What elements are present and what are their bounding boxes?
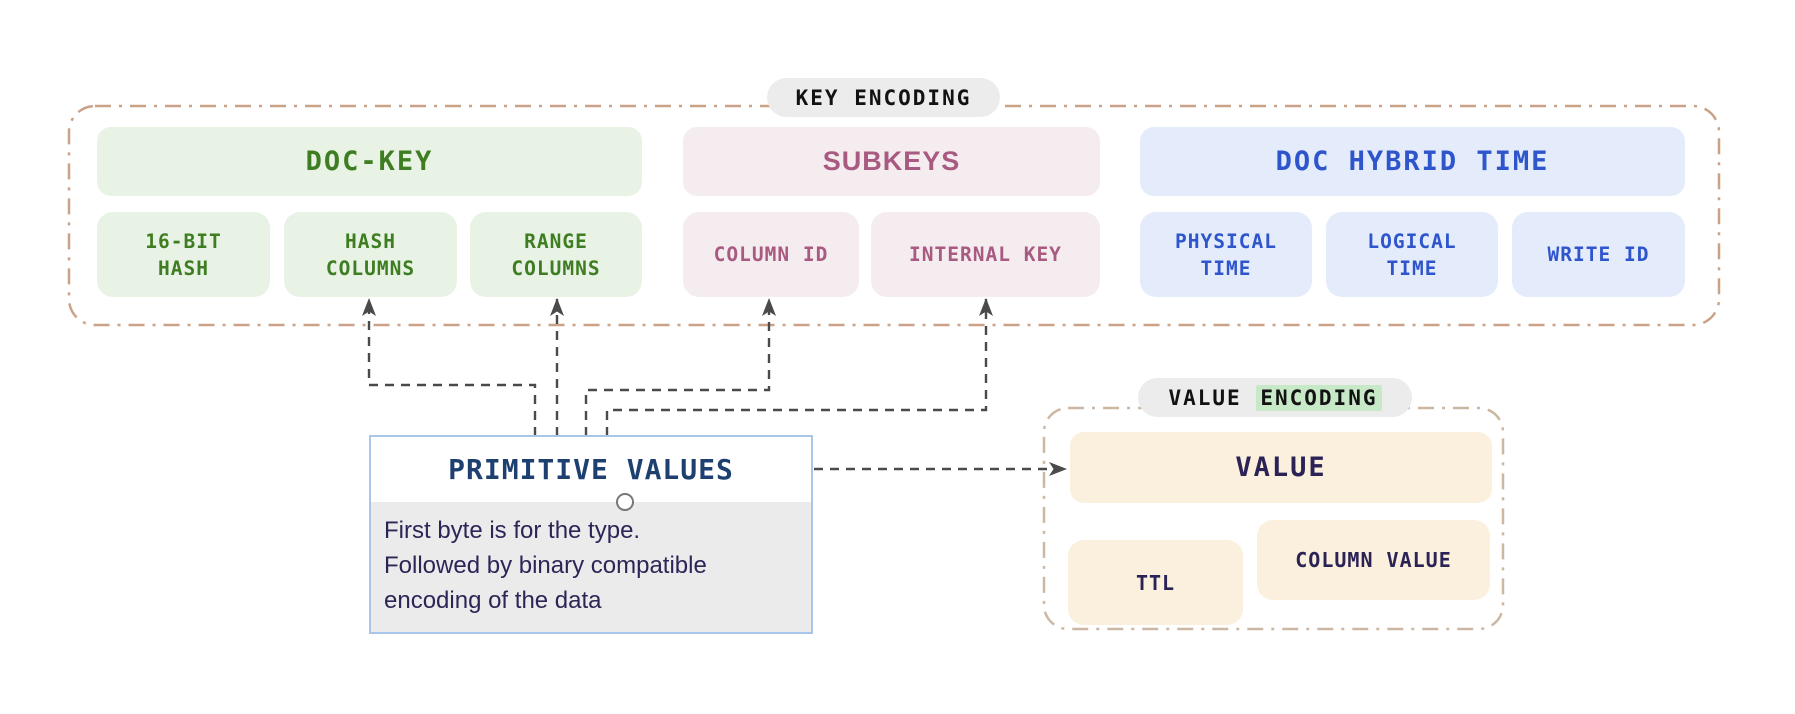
box-range-columns-label: RANGE COLUMNS bbox=[511, 229, 601, 280]
primitive-values-title-text: PRIMITIVE VALUES bbox=[448, 453, 734, 486]
box-ttl: TTL bbox=[1068, 540, 1243, 625]
box-16-bit-hash: 16-BIT HASH bbox=[97, 212, 270, 297]
key-encoding-group-border bbox=[67, 104, 1721, 327]
doc-hybrid-time-title: DOC HYBRID TIME bbox=[1275, 146, 1550, 177]
primitive-values-node: PRIMITIVE VALUES First byte is for the t… bbox=[369, 435, 813, 634]
box-16-bit-hash-label: 16-BIT HASH bbox=[145, 229, 222, 280]
doc-key-header: DOC-KEY bbox=[97, 127, 642, 196]
subkeys-header: SUBKEYS bbox=[683, 127, 1100, 196]
subkeys-title: SUBKEYS bbox=[822, 146, 961, 176]
doc-hybrid-time-header: DOC HYBRID TIME bbox=[1140, 127, 1685, 196]
key-encoding-label-text: KEY ENCODING bbox=[795, 85, 972, 110]
connector-to-column-id bbox=[584, 298, 776, 436]
primitive-values-description: First byte is for the type. Followed by … bbox=[371, 502, 811, 632]
box-value: VALUE bbox=[1070, 432, 1492, 503]
box-ttl-label: TTL bbox=[1135, 570, 1176, 595]
box-column-id: COLUMN ID bbox=[683, 212, 859, 297]
box-logical-time-label: LOGICAL TIME bbox=[1367, 229, 1457, 280]
box-internal-key: INTERNAL KEY bbox=[871, 212, 1100, 297]
box-range-columns: RANGE COLUMNS bbox=[470, 212, 642, 297]
box-write-id: WRITE ID bbox=[1512, 212, 1685, 297]
value-encoding-group-border bbox=[1042, 406, 1505, 631]
box-column-id-label: COLUMN ID bbox=[713, 243, 829, 266]
box-physical-time: PHYSICAL TIME bbox=[1140, 212, 1312, 297]
box-hash-columns-label: HASH COLUMNS bbox=[325, 229, 416, 280]
connector-to-internal-key bbox=[605, 298, 993, 436]
primitive-values-title: PRIMITIVE VALUES bbox=[371, 437, 811, 502]
doc-key-title: DOC-KEY bbox=[305, 146, 434, 177]
box-column-value: COLUMN VALUE bbox=[1257, 520, 1490, 600]
key-encoding-label: KEY ENCODING bbox=[767, 78, 1000, 117]
box-physical-time-label: PHYSICAL TIME bbox=[1175, 229, 1277, 280]
box-internal-key-label: INTERNAL KEY bbox=[909, 243, 1062, 266]
value-encoding-label-text: VALUE bbox=[1168, 385, 1257, 410]
value-encoding-label: VALUE ENCODING bbox=[1138, 378, 1412, 417]
connector-to-hash-columns bbox=[362, 298, 537, 436]
box-logical-time: LOGICAL TIME bbox=[1326, 212, 1498, 297]
connection-point-handle bbox=[616, 493, 634, 511]
box-value-label: VALUE bbox=[1235, 452, 1327, 483]
box-column-value-label: COLUMN VALUE bbox=[1295, 548, 1452, 572]
value-encoding-label-highlight: ENCODING bbox=[1256, 384, 1382, 411]
box-hash-columns: HASH COLUMNS bbox=[284, 212, 457, 297]
box-write-id-label: WRITE ID bbox=[1547, 243, 1650, 266]
